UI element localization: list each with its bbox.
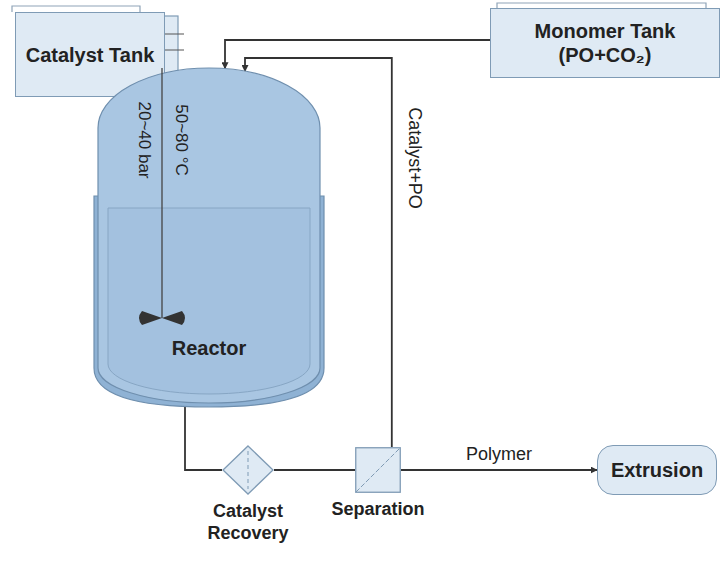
condition-label: 20~40 bar bbox=[134, 101, 154, 178]
reactor-jacket bbox=[94, 196, 324, 407]
diamond-shape bbox=[223, 446, 273, 494]
condition-label: 50~80 °C bbox=[171, 104, 191, 176]
reactor-inner bbox=[108, 208, 310, 394]
separator-line bbox=[356, 448, 400, 492]
reactor-vessel: 20~40 bar 50~80 °C Reactor bbox=[98, 68, 320, 403]
impeller bbox=[139, 311, 185, 325]
tank-box: Monomer Tank (PO+CO₂) bbox=[490, 8, 720, 78]
node-title: Monomer Tank (PO+CO₂) bbox=[491, 19, 719, 67]
separation-box: Separation bbox=[355, 447, 401, 493]
node-title: Separation bbox=[323, 499, 433, 521]
separator-outline bbox=[355, 447, 401, 493]
flow-line bbox=[274, 469, 355, 471]
separator-shape bbox=[356, 448, 401, 493]
diamond-outline bbox=[222, 445, 274, 495]
flow-label: Catalyst+PO bbox=[403, 105, 425, 211]
flow-label: Polymer bbox=[464, 444, 534, 466]
flow-line bbox=[185, 402, 222, 470]
recovery-diamond: Catalyst Recovery bbox=[222, 445, 274, 495]
shaft bbox=[161, 68, 162, 318]
node-title: Catalyst Tank bbox=[26, 43, 155, 67]
flow-line bbox=[225, 40, 490, 69]
reactor-body bbox=[98, 68, 320, 403]
extrusion-box: Extrusion bbox=[597, 445, 717, 495]
node-title: Extrusion bbox=[611, 458, 703, 482]
node-title: Reactor bbox=[98, 336, 320, 360]
node-title: Catalyst Recovery bbox=[193, 501, 303, 544]
filter-line bbox=[248, 451, 249, 489]
flow-line bbox=[401, 469, 597, 471]
